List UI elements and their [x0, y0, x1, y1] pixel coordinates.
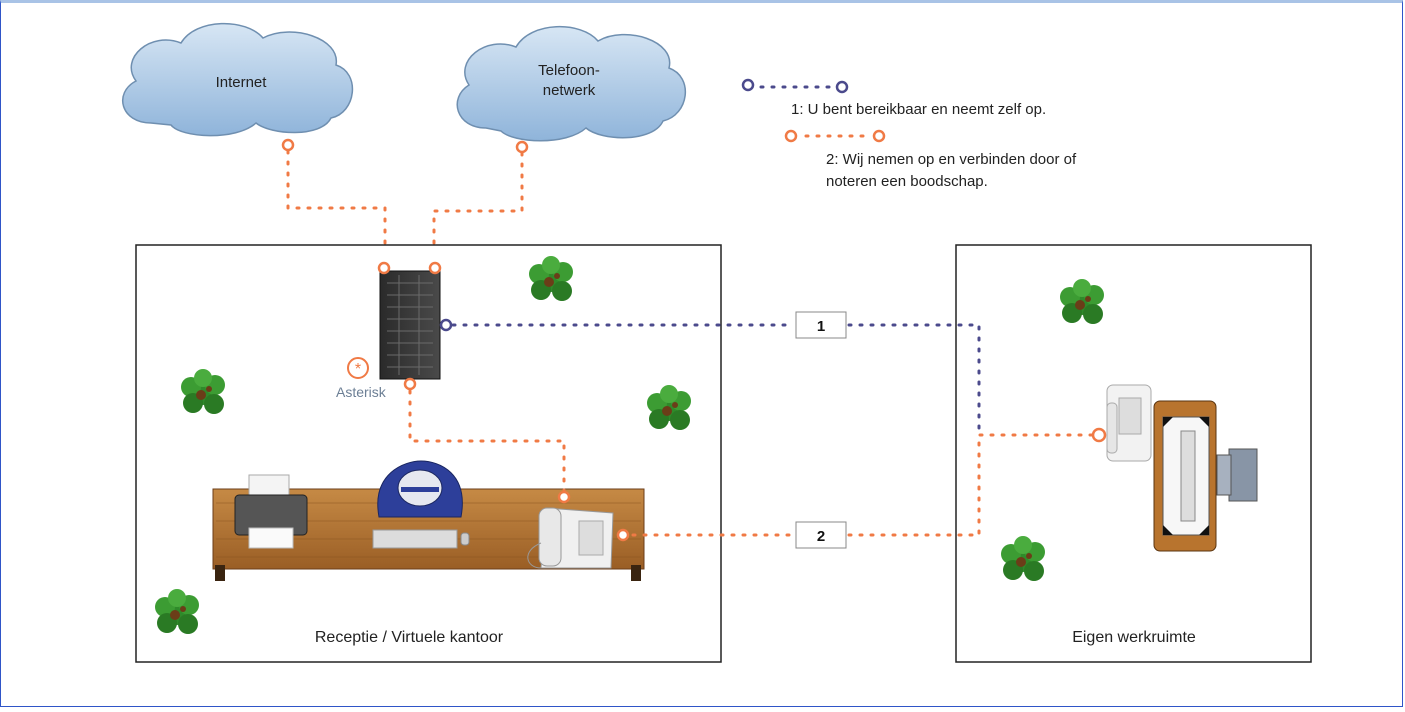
workspace-phone-icon	[1106, 384, 1152, 462]
cloud-connections	[286, 149, 524, 267]
legend-line2-start-node	[784, 129, 798, 143]
path1-label: 1	[817, 318, 825, 335]
server-to-phone-line	[408, 389, 566, 493]
path2-label: 2	[817, 528, 825, 545]
path2-badge	[795, 521, 847, 549]
network-diagram: Internet Telefoon- netwerk 1: U bent ber…	[121, 22, 1312, 663]
workspace-desk-icon	[1153, 400, 1258, 552]
svg-text:*: *	[355, 361, 361, 378]
workspace-phone-port	[1091, 427, 1107, 443]
internet-node	[281, 138, 295, 152]
phone-network-cloud: Telefoon- netwerk	[456, 25, 686, 142]
server-forward-port	[439, 318, 453, 332]
legend-item2-line2: noteren een boodschap.	[826, 173, 988, 190]
legend-line1-end-node	[835, 80, 849, 94]
printer-icon	[234, 474, 308, 549]
path2-line-right	[847, 433, 1095, 537]
asterisk-logo: * Asterisk	[336, 357, 387, 400]
reception-phone-top-port	[557, 490, 571, 504]
phone-network-label-line2: netwerk	[543, 82, 596, 99]
server-rack-icon	[379, 270, 441, 380]
legend-item1: 1: U bent bereikbaar en neemt zelf op.	[791, 101, 1046, 118]
phone-network-label-line1: Telefoon-	[538, 62, 600, 79]
server-phone-port	[428, 261, 442, 275]
reception-phone-icon	[527, 507, 614, 569]
internet-cloud: Internet	[121, 22, 353, 137]
path1-badge	[795, 311, 847, 339]
legend-item2-line1: 2: Wij nemen op en verbinden door of	[826, 151, 1077, 168]
phone-network-node	[515, 140, 529, 154]
reception-phone-side-port	[616, 528, 630, 542]
computer-icon	[372, 460, 470, 549]
server-desk-port	[403, 377, 417, 391]
asterisk-brand: Asterisk	[336, 384, 387, 400]
workspace-room-label: Eigen werkruimte	[1072, 629, 1196, 646]
legend-line2-end-node	[872, 129, 886, 143]
path1-line-right	[847, 323, 981, 435]
phone-network-to-server-line	[432, 151, 524, 267]
internet-label: Internet	[216, 74, 268, 91]
server-internet-port	[377, 261, 391, 275]
reception-room	[135, 244, 722, 663]
legend: 1: U bent bereikbaar en neemt zelf op. 2…	[741, 78, 1077, 190]
legend-line1-start-node	[741, 78, 755, 92]
reception-room-label: Receptie / Virtuele kantoor	[315, 629, 504, 646]
